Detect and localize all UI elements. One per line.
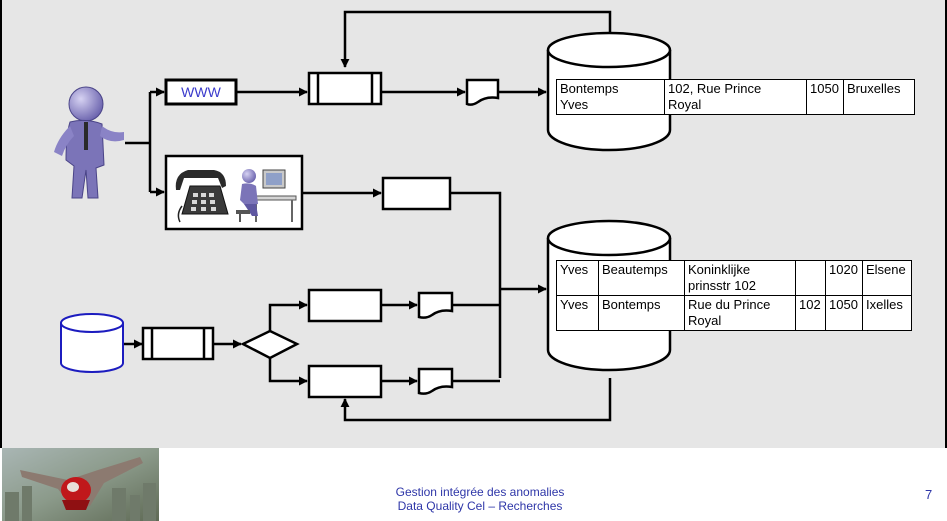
page-number: 7	[925, 487, 933, 502]
process-box-branch-lower	[307, 364, 383, 399]
document-top	[465, 78, 500, 106]
skydiver-photo	[2, 448, 159, 521]
operator-at-computer-icon	[236, 169, 297, 222]
decision-diamond	[240, 329, 300, 360]
database-icon	[60, 313, 124, 373]
phone-operator-box	[164, 154, 304, 231]
table-cell: 1050	[825, 295, 863, 331]
process-box-phone	[381, 176, 452, 211]
cell-firstname: Yves	[560, 297, 589, 312]
cell-postcode: 1050	[810, 81, 839, 96]
person-icon	[54, 86, 124, 199]
connectors	[124, 10, 612, 422]
process-box-top	[307, 71, 383, 106]
cell-city: Elsene	[866, 262, 906, 277]
table-cell: 1020	[825, 260, 863, 296]
cell-postcode: 1050	[829, 297, 858, 312]
table-cell: Bruxelles	[843, 79, 915, 115]
footer-line-1: Gestion intégrée des anomalies	[395, 485, 565, 499]
slide-background	[0, 0, 947, 448]
www-box: WWW	[164, 78, 238, 106]
cell-lastname: Beautemps	[602, 262, 668, 277]
www-label: WWW	[181, 84, 221, 100]
cell-postcode: 1020	[829, 262, 858, 277]
table-cell: Yves	[556, 260, 599, 296]
document-upper	[417, 291, 454, 319]
process-boxes	[141, 71, 383, 361]
document-lower	[417, 367, 454, 395]
footer-line-2: Data Quality Cel – Recherches	[397, 499, 563, 513]
telephone-icon	[175, 170, 229, 223]
document-shapes	[417, 78, 500, 395]
table-cell: Elsene	[862, 260, 912, 296]
table-cell: 102	[795, 295, 826, 331]
table-cell: Ixelles	[862, 295, 912, 331]
cell-lastname: Bontemps	[602, 297, 661, 312]
table-cell: Beautemps	[598, 260, 685, 296]
table-cell	[795, 260, 826, 296]
table-cell: 1050	[806, 79, 844, 115]
cell-number: 102	[799, 297, 821, 312]
table-cell: Yves	[556, 295, 599, 331]
table-cell: Bontemps	[598, 295, 685, 331]
process-box-database	[141, 326, 215, 361]
cell-firstname: Yves	[560, 262, 589, 277]
simple-boxes	[307, 176, 452, 399]
cell-city: Bruxelles	[847, 81, 901, 96]
cell-city: Ixelles	[866, 297, 903, 312]
process-box-branch-upper	[307, 288, 383, 323]
